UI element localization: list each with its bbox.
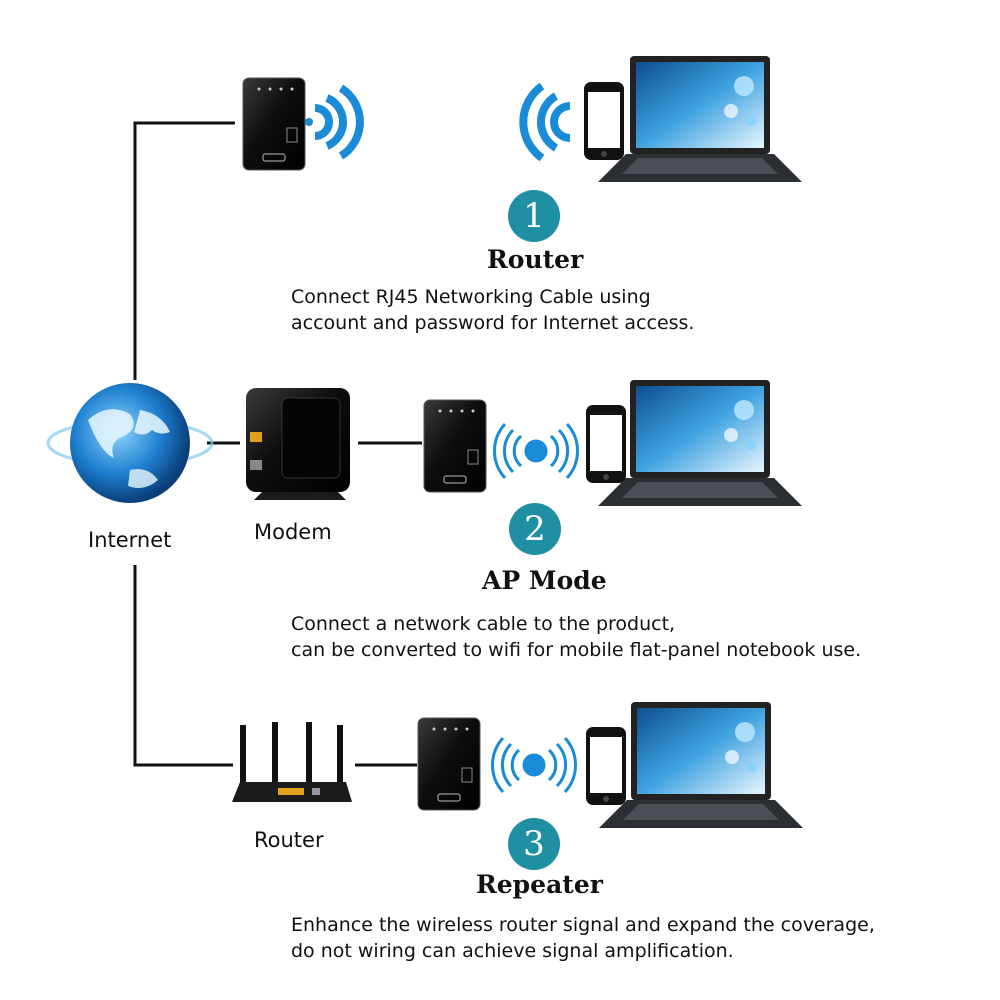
extender-device-2 xyxy=(423,399,487,493)
line-internet-to-router-extender xyxy=(133,121,235,380)
mode-desc-repeater-line2: do not wiring can achieve signal amplifi… xyxy=(291,940,734,962)
internet-label: Internet xyxy=(88,528,172,552)
mode-desc-ap-line1: Connect a network cable to the product, xyxy=(291,613,676,635)
modem-device xyxy=(246,388,350,500)
modem-label: Modem xyxy=(254,520,332,544)
step-number-1: 1 xyxy=(508,190,560,242)
internet-globe-icon xyxy=(46,383,214,503)
step-number-3: 3 xyxy=(508,818,560,870)
phone-icon-1 xyxy=(584,82,624,160)
wifi-broadcast-icon-3 xyxy=(491,736,577,794)
mode-desc-repeater-line1: Enhance the wireless router signal and e… xyxy=(291,914,875,936)
router-device xyxy=(232,722,352,802)
wifi-broadcast-icon-2 xyxy=(493,422,579,480)
phone-icon-3 xyxy=(586,727,626,805)
mode-desc-router-line1: Connect RJ45 Networking Cable using xyxy=(291,286,651,308)
signal-waves-icon-2 xyxy=(519,82,571,162)
laptop-icon-1 xyxy=(598,56,802,182)
mode-desc-ap-line2: can be converted to wifi for mobile flat… xyxy=(291,639,862,661)
phone-icon-2 xyxy=(586,405,626,483)
connection-lines xyxy=(133,121,422,767)
router-label: Router xyxy=(254,828,324,852)
line-internet-to-router xyxy=(133,565,233,767)
mode-title-router: Router xyxy=(487,245,584,274)
mode-desc-router-line2: account and password for Internet access… xyxy=(291,312,695,334)
mode-title-ap: AP Mode xyxy=(482,566,607,595)
signal-waves-icon-1 xyxy=(305,84,364,160)
extender-device-1 xyxy=(242,77,306,171)
step-number-2: 2 xyxy=(509,503,561,555)
mode-title-repeater: Repeater xyxy=(476,870,603,899)
extender-device-3 xyxy=(417,717,481,811)
laptop-icon-3 xyxy=(599,702,803,828)
laptop-icon-2 xyxy=(598,380,802,506)
